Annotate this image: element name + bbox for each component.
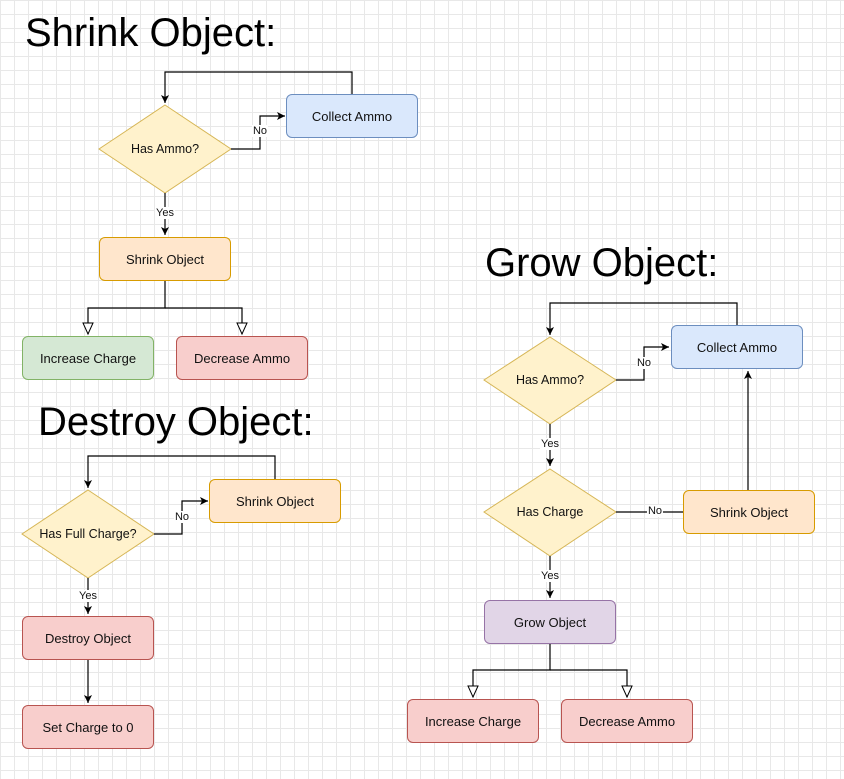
grow-no-label-charge: No bbox=[646, 505, 664, 517]
shrink-decrease-ammo-box: Decrease Ammo bbox=[176, 336, 308, 380]
grow-collect-ammo-box: Collect Ammo bbox=[671, 325, 803, 369]
grow-object-box: Grow Object bbox=[484, 600, 616, 644]
shrink-yes-label: Yes bbox=[155, 207, 175, 219]
destroy-yes-label: Yes bbox=[78, 590, 98, 602]
grow-decrease-ammo-box: Decrease Ammo bbox=[561, 699, 693, 743]
destroy-object-box: Destroy Object bbox=[22, 616, 154, 660]
grow-split-edge-right bbox=[550, 669, 633, 699]
grow-decision-ammo-label: Has Ammo? bbox=[515, 373, 585, 387]
title-destroy-object: Destroy Object: bbox=[38, 400, 314, 444]
shrink-action-box: Shrink Object bbox=[99, 237, 231, 281]
grow-loop-edge bbox=[546, 302, 738, 335]
shrink-split-edge-left bbox=[82, 281, 166, 336]
shrink-increase-charge-box: Increase Charge bbox=[22, 336, 154, 380]
shrink-no-label: No bbox=[251, 125, 269, 137]
destroy-no-label: No bbox=[173, 511, 191, 523]
title-grow-object: Grow Object: bbox=[485, 241, 719, 285]
shrink-loop-edge bbox=[161, 71, 353, 103]
destroy-decision-label: Has Full Charge? bbox=[39, 527, 137, 541]
grow-shrink-object-box: Shrink Object bbox=[683, 490, 815, 534]
grow-decision-charge-label: Has Charge bbox=[516, 505, 584, 519]
shrink-split-edge-right bbox=[165, 307, 248, 336]
destroy-set-charge-box: Set Charge to 0 bbox=[22, 705, 154, 749]
shrink-collect-ammo-box: Collect Ammo bbox=[286, 94, 418, 138]
grow-yes-label-charge: Yes bbox=[540, 570, 560, 582]
grow-increase-charge-box: Increase Charge bbox=[407, 699, 539, 743]
destroy-loop-edge bbox=[84, 455, 276, 488]
grow-no-label-ammo: No bbox=[635, 357, 653, 369]
destroy-shrink-object-box: Shrink Object bbox=[209, 479, 341, 523]
shrink-decision-label: Has Ammo? bbox=[130, 142, 200, 156]
title-shrink-object: Shrink Object: bbox=[25, 11, 277, 55]
grow-split-edge-left bbox=[467, 644, 551, 699]
grow-yes-label-ammo: Yes bbox=[540, 438, 560, 450]
